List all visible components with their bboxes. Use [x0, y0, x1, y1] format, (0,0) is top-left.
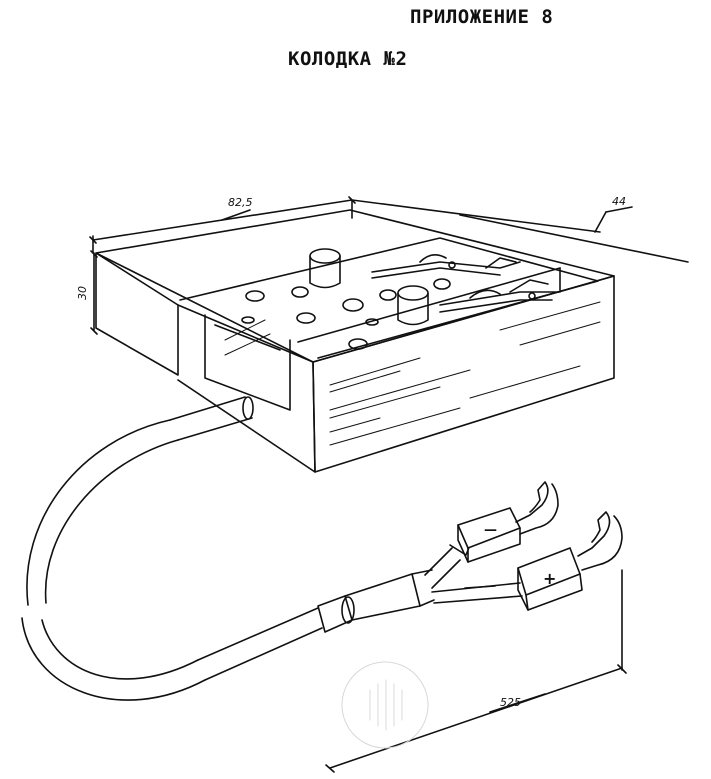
dimension-length-label: 82,5 [228, 196, 253, 209]
stamp-watermark [341, 661, 429, 749]
dimension-height: 30 [76, 250, 98, 335]
dimension-height-label: 30 [76, 286, 89, 300]
cable-connector [317, 569, 435, 633]
spring-contact-lower [439, 279, 561, 313]
spring-contact-upper [371, 254, 521, 279]
cable [21, 396, 323, 701]
terminal-positive-symbol: + [543, 569, 556, 588]
dimension-length: 82,5 [89, 196, 356, 254]
drawing-title: КОЛОДКА №2 [288, 48, 408, 70]
terminal-negative: — [457, 481, 559, 563]
appendix-label: ПРИЛОЖЕНИЕ 8 [410, 6, 554, 28]
top-plate [241, 278, 451, 350]
post-left [309, 248, 341, 289]
terminal-positive: + [517, 511, 623, 611]
dimension-width: 44 [351, 195, 689, 263]
terminal-negative-symbol: — [484, 523, 497, 538]
post-right [397, 285, 429, 326]
dimension-cable: 525 [325, 569, 627, 773]
dimension-width-label: 44 [612, 195, 626, 208]
lead-positive [431, 582, 523, 604]
dimension-cable-label: 525 [500, 696, 521, 709]
block-housing [95, 209, 615, 473]
